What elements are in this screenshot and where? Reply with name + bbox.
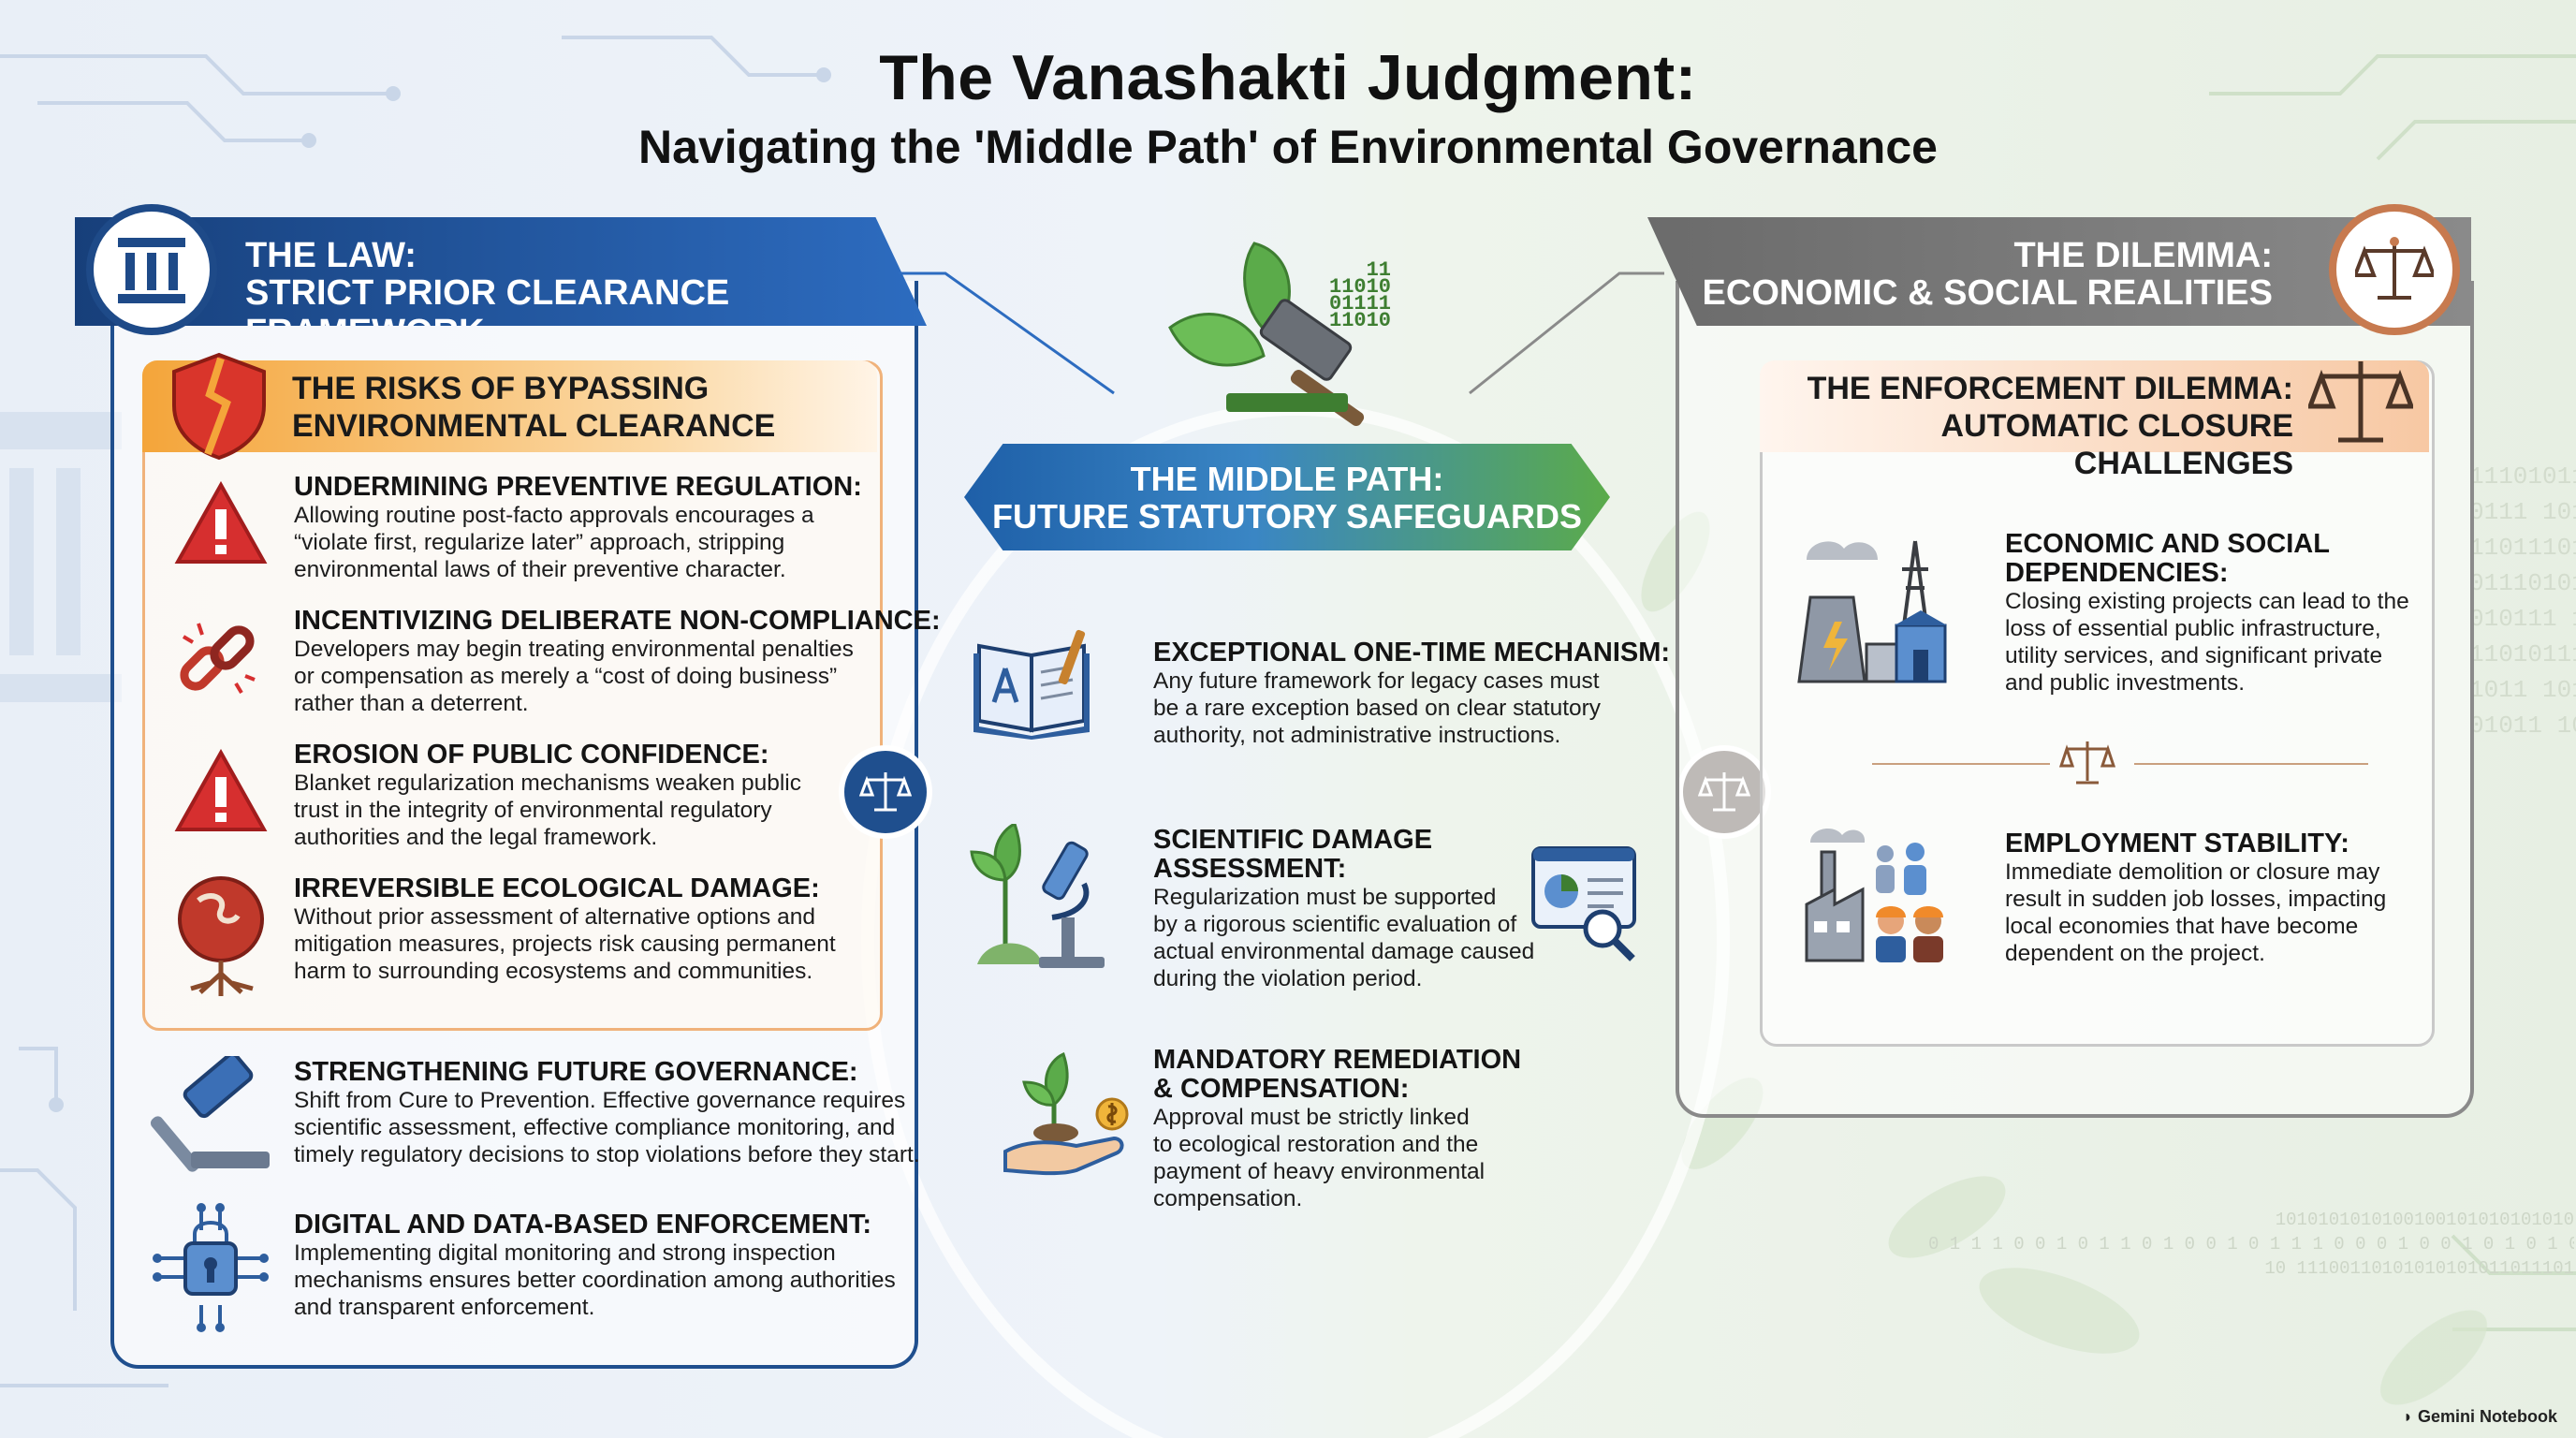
safeguard-item-title: MANDATORY REMEDIATION — [1153, 1045, 1522, 1075]
warning-icon — [174, 481, 268, 564]
risk-item-description: Without prior assessment of alternative … — [294, 904, 836, 984]
risk-item-title: IRREVERSIBLE ECOLOGICAL DAMAGE: — [294, 873, 820, 903]
middle-path-banner: THE MIDDLE PATH: FUTURE STATUTORY SAFEGU… — [964, 444, 1610, 550]
risk-item-preventive: UNDERMINING PREVENTIVE REGULATION: Allow… — [294, 473, 862, 583]
scale-left-icon — [839, 745, 932, 839]
governance-item-digital: DIGITAL AND DATA-BASED ENFORCEMENT: Impl… — [294, 1211, 896, 1321]
dilemma-item-title: EMPLOYMENT STABILITY: — [2005, 829, 2349, 858]
data-analysis-icon — [1531, 846, 1636, 961]
broken-chain-icon — [180, 623, 256, 695]
gavel-icon — [150, 1056, 270, 1172]
law-banner-subtitle: STRICT PRIOR CLEARANCE FRAMEWORK — [245, 273, 730, 326]
connector-line-left — [899, 271, 1115, 395]
divider-right — [2134, 763, 2368, 765]
hand-plant-coin-icon — [1003, 1051, 1129, 1176]
middle-banner-title: THE MIDDLE PATH: — [1130, 460, 1444, 498]
divider-scale-icon — [2059, 741, 2115, 785]
footer-logo: ◗ Gemini Notebook — [2403, 1407, 2557, 1427]
dilemma-item-employment: EMPLOYMENT STABILITY: Immediate demoliti… — [2005, 829, 2386, 967]
balance-scale-small-icon — [2308, 361, 2413, 443]
dilemma-item-dependencies: ECONOMIC AND SOCIAL DEPENDENCIES: Closin… — [2005, 530, 2409, 697]
microscope-plant-icon — [970, 824, 1105, 968]
middle-banner-subtitle: FUTURE STATUTORY SAFEGUARDS — [991, 497, 1583, 536]
risk-item-description: Allowing routine post-facto approvals en… — [294, 503, 814, 582]
safeguard-item-remediation: MANDATORY REMEDIATION & COMPENSATION: Ap… — [1153, 1046, 1521, 1212]
page-subtitle: Navigating the 'Middle Path' of Environm… — [638, 121, 1938, 173]
risk-item-description: Blanket regularization mechanisms weaken… — [294, 770, 802, 850]
damaged-earth-icon — [178, 876, 264, 996]
page-title: The Vanashakti Judgment: — [879, 42, 1697, 113]
risk-item-title: EROSION OF PUBLIC CONFIDENCE: — [294, 740, 769, 770]
dilemma-item-title-line2: DEPENDENCIES: — [2005, 558, 2229, 588]
governance-item-future: STRENGTHENING FUTURE GOVERNANCE: Shift f… — [294, 1058, 920, 1168]
connector-line-right — [1469, 271, 1664, 395]
governance-item-description: Shift from Cure to Prevention. Effective… — [294, 1088, 920, 1167]
broken-shield-icon — [172, 352, 266, 461]
safeguard-item-title: EXCEPTIONAL ONE-TIME MECHANISM: — [1153, 638, 1671, 668]
footer-logo-text: Gemini Notebook — [2417, 1407, 2557, 1426]
power-plant-icon — [1797, 540, 1947, 683]
courthouse-icon — [86, 204, 217, 335]
law-book-icon — [973, 629, 1090, 740]
dilemma-banner-title: THE DILEMMA: — [2013, 236, 2273, 275]
dilemma-banner-subtitle: ECONOMIC & SOCIAL REALITIES — [1702, 273, 2273, 313]
risk-item-description: Developers may begin treating environmen… — [294, 637, 854, 716]
factory-workers-icon — [1805, 829, 1943, 962]
risks-box — [142, 360, 883, 1031]
balance-scale-icon — [2329, 204, 2460, 335]
risk-item-ecological-damage: IRREVERSIBLE ECOLOGICAL DAMAGE: Without … — [294, 874, 836, 985]
digital-lock-icon — [153, 1203, 269, 1332]
safeguard-item-one-time: EXCEPTIONAL ONE-TIME MECHANISM: Any futu… — [1153, 638, 1670, 749]
safeguard-item-description: Any future framework for legacy cases mu… — [1153, 668, 1602, 748]
gavel-leaf-icon — [1168, 242, 1365, 427]
safeguard-item-scientific: SCIENTIFIC DAMAGE ASSESSMENT: Regulariza… — [1153, 826, 1534, 992]
safeguard-item-title-line2: & COMPENSATION: — [1153, 1074, 1410, 1104]
warning-icon — [174, 749, 268, 831]
divider-left — [1872, 763, 2050, 765]
dilemma-item-description: Closing existing projects can lead to th… — [2005, 589, 2409, 696]
risk-item-public-confidence: EROSION OF PUBLIC CONFIDENCE: Blanket re… — [294, 741, 801, 851]
governance-item-description: Implementing digital monitoring and stro… — [294, 1240, 896, 1320]
risk-item-title: UNDERMINING PREVENTIVE REGULATION: — [294, 472, 862, 502]
law-banner-title: THE LAW: — [245, 236, 417, 275]
governance-item-title: STRENGTHENING FUTURE GOVERNANCE: — [294, 1057, 858, 1087]
safeguard-item-title: SCIENTIFIC DAMAGE — [1153, 825, 1433, 855]
risk-item-noncompliance: INCENTIVIZING DELIBERATE NON-COMPLIANCE:… — [294, 607, 941, 717]
dilemma-item-title: ECONOMIC AND SOCIAL — [2005, 529, 2330, 559]
enforcement-header-title: THE ENFORCEMENT DILEMMA:AUTOMATIC CLOSUR… — [1807, 371, 2293, 481]
risk-item-title: INCENTIVIZING DELIBERATE NON-COMPLIANCE: — [294, 606, 941, 636]
notebook-logo-icon: ◗ — [2403, 1407, 2418, 1426]
safeguard-item-title-line2: ASSESSMENT: — [1153, 854, 1347, 884]
governance-item-title: DIGITAL AND DATA-BASED ENFORCEMENT: — [294, 1210, 872, 1240]
